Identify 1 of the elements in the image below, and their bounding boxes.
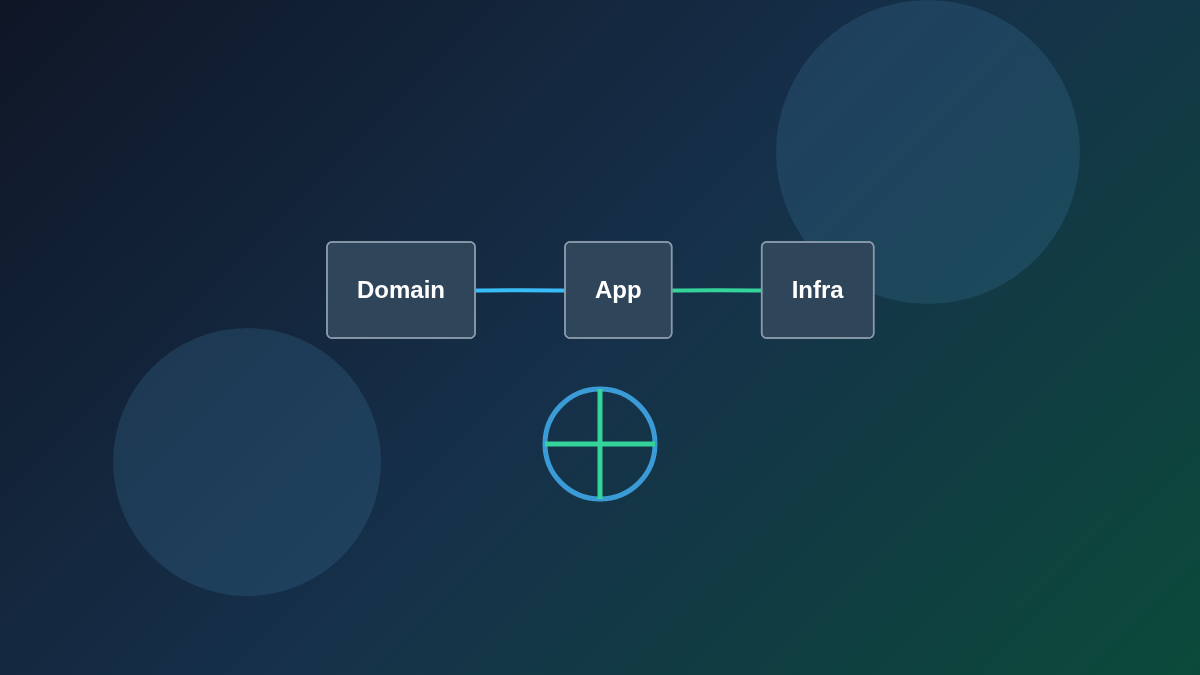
connector bbox=[671, 288, 762, 293]
